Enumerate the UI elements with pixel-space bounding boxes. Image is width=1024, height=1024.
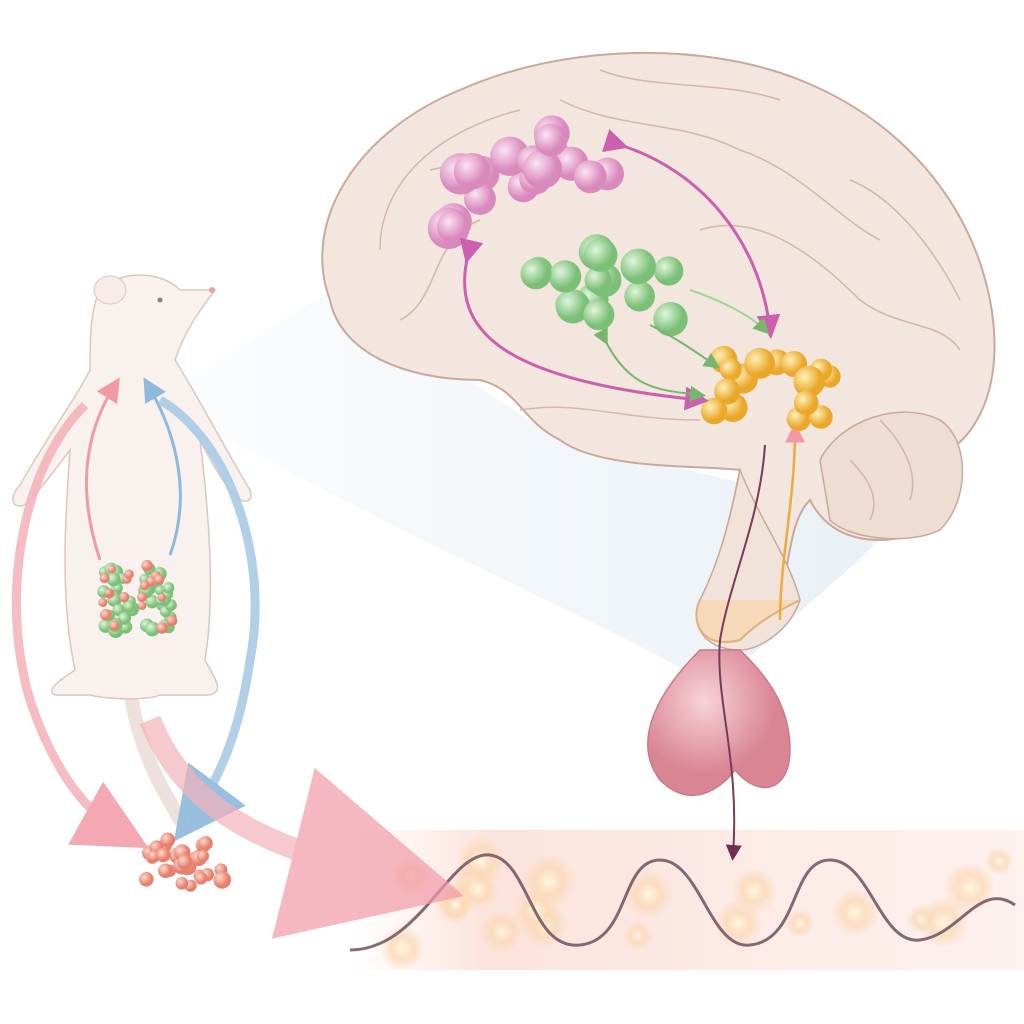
peripheral-to-rhythm-arrow (139, 715, 465, 939)
neuron (700, 397, 728, 425)
neuron (583, 299, 615, 331)
neuron (653, 301, 688, 337)
adrenal-cell (144, 621, 160, 637)
pituitary-gland (647, 649, 791, 797)
adrenal-cell (145, 594, 159, 609)
adrenal-cell (153, 574, 165, 585)
hypothalamic-axon-arrow (718, 444, 766, 861)
adrenal-cell (107, 565, 117, 574)
adrenal-cell (162, 582, 175, 594)
peripheral-cell-cluster (139, 832, 232, 892)
glow-dot (907, 904, 936, 934)
adrenal-cell (166, 615, 178, 627)
adrenal-cell (141, 560, 153, 572)
adrenal-cell (100, 609, 112, 621)
neuron (719, 358, 742, 381)
glow-dot (984, 846, 1014, 876)
glow-dot (714, 899, 762, 948)
cell (156, 847, 171, 863)
neuron (793, 365, 825, 398)
cell (158, 863, 173, 879)
neuron (520, 258, 552, 290)
neuron (793, 390, 819, 416)
neuron (453, 152, 491, 190)
cell (198, 836, 213, 851)
adrenal-cell (109, 620, 120, 631)
adrenal-cell (123, 600, 136, 613)
circadian-wave (349, 853, 1016, 952)
glow-dot (623, 869, 674, 920)
adrenal-cell (137, 592, 147, 603)
adrenal-cell (104, 588, 113, 597)
adrenal-cluster-left (97, 562, 140, 639)
neuron (534, 123, 568, 157)
glow-dot (379, 925, 425, 971)
glow-dot (622, 920, 654, 952)
mouse-illustration (12, 274, 252, 827)
green-orange-arrow-3 (689, 289, 770, 335)
mouse-pink-arrow-outer (11, 401, 149, 849)
neuron (573, 160, 607, 194)
adrenal-cell (98, 597, 108, 607)
glow-dot (480, 909, 525, 954)
adrenal-cell (99, 573, 110, 584)
adrenal-cell (137, 601, 147, 610)
cell (160, 832, 176, 848)
mouse-blue-arrow-outer (157, 396, 260, 842)
cell (196, 849, 210, 863)
adrenal-cell (106, 572, 121, 587)
neuron (654, 256, 684, 286)
mouse-pink-arrow-inner (84, 377, 120, 561)
neuron (624, 280, 655, 312)
cell (177, 854, 193, 870)
neuron (714, 378, 741, 405)
neuron (437, 210, 470, 244)
neuron (620, 248, 656, 285)
adrenal-cell (157, 593, 167, 602)
glow-dot (456, 868, 500, 911)
mouse-blue-arrow-inner (143, 377, 182, 556)
cell (213, 871, 232, 889)
adrenal-cell (156, 622, 168, 634)
neuron (522, 149, 563, 189)
adrenal-cell (139, 580, 150, 591)
glow-dot (943, 860, 996, 914)
cell (175, 876, 189, 890)
pink-orange-arrow (602, 129, 781, 339)
adrenal-cell (119, 592, 130, 603)
neuron (744, 347, 776, 379)
adrenal-cluster-right (137, 560, 178, 637)
adrenal-cell (124, 569, 134, 580)
green-orange-arrow-2 (649, 324, 720, 369)
glow-dot (785, 909, 814, 938)
neuron (583, 238, 618, 272)
neuron (549, 260, 582, 293)
cell (139, 872, 154, 887)
green-orange-arrow (593, 327, 706, 402)
glow-dot (830, 887, 880, 938)
cell (194, 872, 208, 885)
orange-projection-arrow (778, 422, 805, 621)
neuron-cluster-orange (700, 345, 841, 432)
